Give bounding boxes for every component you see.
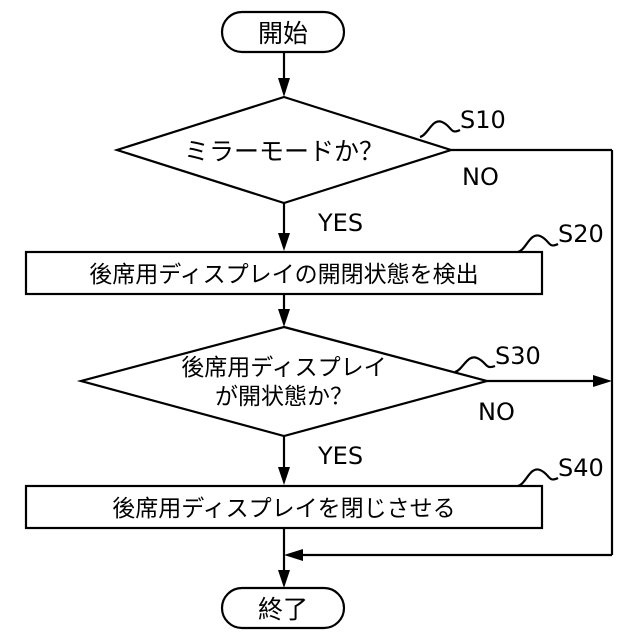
start-label: 開始 bbox=[258, 19, 308, 48]
step-label-s20: S20 bbox=[518, 220, 604, 252]
s30-text: S30 bbox=[495, 342, 541, 370]
decision2-line1: 後席用ディスプレイ bbox=[181, 355, 386, 381]
step-label-s10: S10 bbox=[420, 106, 506, 137]
no1-label: NO bbox=[462, 163, 499, 191]
decision-display-open: 後席用ディスプレイ が開状態か？ bbox=[81, 327, 487, 436]
process-close-display: 後席用ディスプレイを閉じさせる bbox=[26, 486, 542, 528]
connector-process1-to-decision2 bbox=[278, 294, 290, 327]
step-label-s40: S40 bbox=[518, 454, 604, 486]
start-terminal: 開始 bbox=[222, 12, 344, 52]
decision-mirror-mode: ミラーモードか？ bbox=[117, 97, 451, 203]
connector-merge-to-end bbox=[284, 549, 612, 561]
s20-text: S20 bbox=[558, 220, 604, 248]
yes1-label: YES bbox=[317, 209, 363, 237]
connector-decision2-no: NO bbox=[478, 375, 612, 426]
no2-label: NO bbox=[478, 398, 515, 426]
end-terminal: 終了 bbox=[222, 588, 344, 628]
s10-text: S10 bbox=[460, 106, 506, 134]
yes2-label: YES bbox=[317, 442, 363, 470]
end-label: 終了 bbox=[258, 595, 308, 624]
s40-text: S40 bbox=[558, 454, 604, 482]
connector-process2-to-end bbox=[278, 528, 290, 588]
process1-label: 後席用ディスプレイの開閉状態を検出 bbox=[89, 262, 478, 288]
decision1-label: ミラーモードか？ bbox=[184, 137, 384, 166]
process2-label: 後席用ディスプレイを閉じさせる bbox=[112, 496, 455, 522]
decision2-line2: が開状態か？ bbox=[215, 384, 353, 410]
connector-decision1-yes: YES bbox=[278, 203, 363, 251]
connector-decision2-yes: YES bbox=[278, 436, 363, 485]
connector-start-to-decision1 bbox=[278, 52, 290, 97]
process-detect-display-state: 後席用ディスプレイの開閉状態を検出 bbox=[26, 252, 542, 294]
step-label-s30: S30 bbox=[455, 342, 541, 372]
